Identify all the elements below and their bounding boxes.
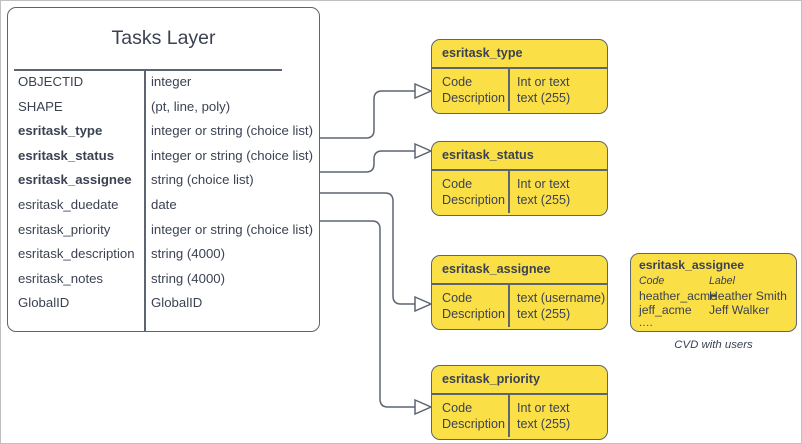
cvd-label-value: Jeff Walker [709,303,770,317]
domain-right-column: Int or text text (255) [517,176,570,209]
domain-left-line-2: Description [442,193,505,208]
domain-right-line-2: text (255) [517,417,571,432]
title-divider [14,69,282,71]
field-name: SHAPE [18,98,63,114]
domain-right-column: Int or text text (255) [517,400,570,433]
domain-column-divider [508,284,510,327]
field-type: integer or string (choice list) [151,147,313,163]
field-name: GlobalID [18,295,70,311]
cvd-header-label: Label [709,275,735,287]
domain-left-line-1: Code [442,177,473,191]
cvd-title: esritask_assignee [639,258,745,272]
field-type: (pt, line, poly) [151,98,231,114]
domain-right-column: text (username) text (255) [517,290,605,323]
table-row[interactable]: esritask_description string (4000) [8,242,319,267]
domain-right-line-2: text (255) [517,193,571,208]
domain-right-line-2: text (255) [517,307,571,322]
domain-title: esritask_priority [442,372,541,386]
domain-column-divider [508,170,510,213]
arrowhead-icon [414,295,433,313]
arrowhead-icon [414,142,433,160]
cvd-sample-box[interactable]: esritask_assignee Code Label heather_acm… [630,253,797,332]
domain-column-divider [508,394,510,437]
domain-right-line-1: Int or text [517,177,570,191]
domain-right-line-1: Int or text [517,75,570,89]
connector-esritask-priority [303,181,433,416]
domain-title-divider [432,393,607,395]
domain-column-divider [508,68,510,111]
domain-left-line-2: Description [442,307,505,322]
field-type: string (4000) [151,246,226,262]
field-name: esritask_type [18,123,103,139]
field-name: esritask_assignee [18,172,132,188]
field-name: esritask_description [18,246,135,262]
table-row[interactable]: esritask_assignee string (choice list) [8,168,319,193]
table-row[interactable]: SHAPE (pt, line, poly) [8,95,319,120]
table-row[interactable]: esritask_priority integer or string (cho… [8,218,319,243]
field-name: esritask_notes [18,270,104,286]
domain-title-divider [432,169,607,171]
column-divider [144,70,146,332]
tasks-layer-entity[interactable]: Tasks Layer OBJECTID integer SHAPE (pt, … [7,7,320,332]
field-list: OBJECTID integer SHAPE (pt, line, poly) … [8,70,319,332]
table-row[interactable]: esritask_type integer or string (choice … [8,119,319,144]
domain-title: esritask_type [442,46,523,60]
field-name: esritask_status [18,147,115,163]
field-name: esritask_duedate [18,197,119,212]
cvd-header-code: Code [639,275,665,287]
connector-esritask-status [320,142,433,173]
domain-left-line-1: Code [442,75,473,89]
field-type: string (choice list) [151,172,254,188]
table-row[interactable]: GlobalID GlobalID [8,291,319,316]
domain-right-column: Int or text text (255) [517,74,570,107]
domain-left-line-2: Description [442,91,505,106]
table-row[interactable]: esritask_status integer or string (choic… [8,144,319,169]
cvd-code-value: heather_acme [639,289,717,303]
arrowhead-icon [414,398,433,416]
domain-right-line-1: Int or text [517,401,570,415]
field-type: date [151,197,177,212]
domain-right-line-1: text (username) [517,291,606,305]
page-title: Tasks Layer [111,27,216,49]
cvd-code-value: jeff_acme [639,303,692,317]
cvd-ellipsis: .... [639,317,654,329]
domain-left-line-2: Description [442,417,505,432]
arrowhead-icon [414,82,433,100]
field-name: OBJECTID [18,74,84,89]
table-row[interactable]: OBJECTID integer [8,70,319,95]
domain-left-line-1: Code [442,401,473,415]
field-name: esritask_priority [18,221,111,237]
field-type: GlobalID [151,295,203,311]
domain-left-line-1: Code [442,291,473,305]
cvd-label-value: Heather Smith [709,289,787,303]
domain-right-line-2: text (255) [517,91,571,106]
domain-title: esritask_status [442,148,534,162]
field-type: integer or string (choice list) [151,221,313,237]
connector-esritask-assignee [320,192,433,313]
field-type: string (4000) [151,270,226,286]
connector-esritask-type [320,82,433,139]
domain-title-divider [432,67,607,69]
table-row[interactable]: esritask_duedate date [8,193,319,218]
field-type: integer or string (choice list) [151,123,313,139]
cvd-caption: CVD with users [674,339,753,351]
domain-title: esritask_assignee [442,262,551,276]
domain-title-divider [432,283,607,285]
table-row[interactable]: esritask_notes string (4000) [8,267,319,292]
field-type: integer [151,74,192,89]
